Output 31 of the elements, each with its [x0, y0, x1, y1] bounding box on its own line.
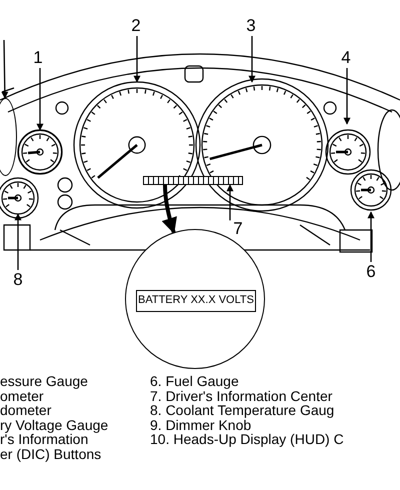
parts-list-item: 6. Fuel Gauge — [150, 374, 239, 389]
leader-line — [134, 36, 140, 83]
callout-number: 4 — [338, 48, 354, 68]
readout-box: BATTERY XX.X VOLTS — [136, 290, 256, 312]
oval-bezel — [0, 98, 17, 176]
parts-list-item: dometer — [0, 403, 52, 418]
parts-list-item: ry Voltage Gauge — [0, 418, 108, 432]
leader-line — [36, 68, 44, 131]
parts-list-item: ometer — [0, 388, 44, 404]
leader-line — [1, 40, 8, 99]
parts-list-item: 7. Driver's Information Center — [150, 388, 332, 404]
parts-list-item: essure Gauge — [0, 374, 88, 389]
parts-list-item: r's Information — [0, 432, 88, 447]
leader-line — [368, 211, 374, 262]
parts-list-item: 8. Coolant Temperature Gaug — [150, 403, 334, 418]
callout-number: 1 — [30, 48, 46, 68]
segment-display-window — [143, 176, 243, 185]
callout-number: 7 — [230, 219, 246, 239]
leader-line — [344, 68, 350, 125]
callout-number: 8 — [10, 270, 26, 290]
parts-list-item: er (DIC) Buttons — [0, 446, 102, 462]
callout-number: 3 — [243, 16, 259, 36]
leader-line — [14, 213, 22, 270]
arrow — [162, 184, 178, 234]
leader-line — [226, 184, 234, 220]
callout-number: 6 — [363, 262, 379, 282]
leader-line — [248, 36, 256, 83]
parts-list-item: 9. Dimmer Knob — [150, 418, 252, 432]
gauge-dial — [18, 130, 62, 174]
parts-list-item: 10. Heads-Up Display (HUD) C — [150, 432, 344, 447]
callout-number: 2 — [128, 16, 144, 36]
